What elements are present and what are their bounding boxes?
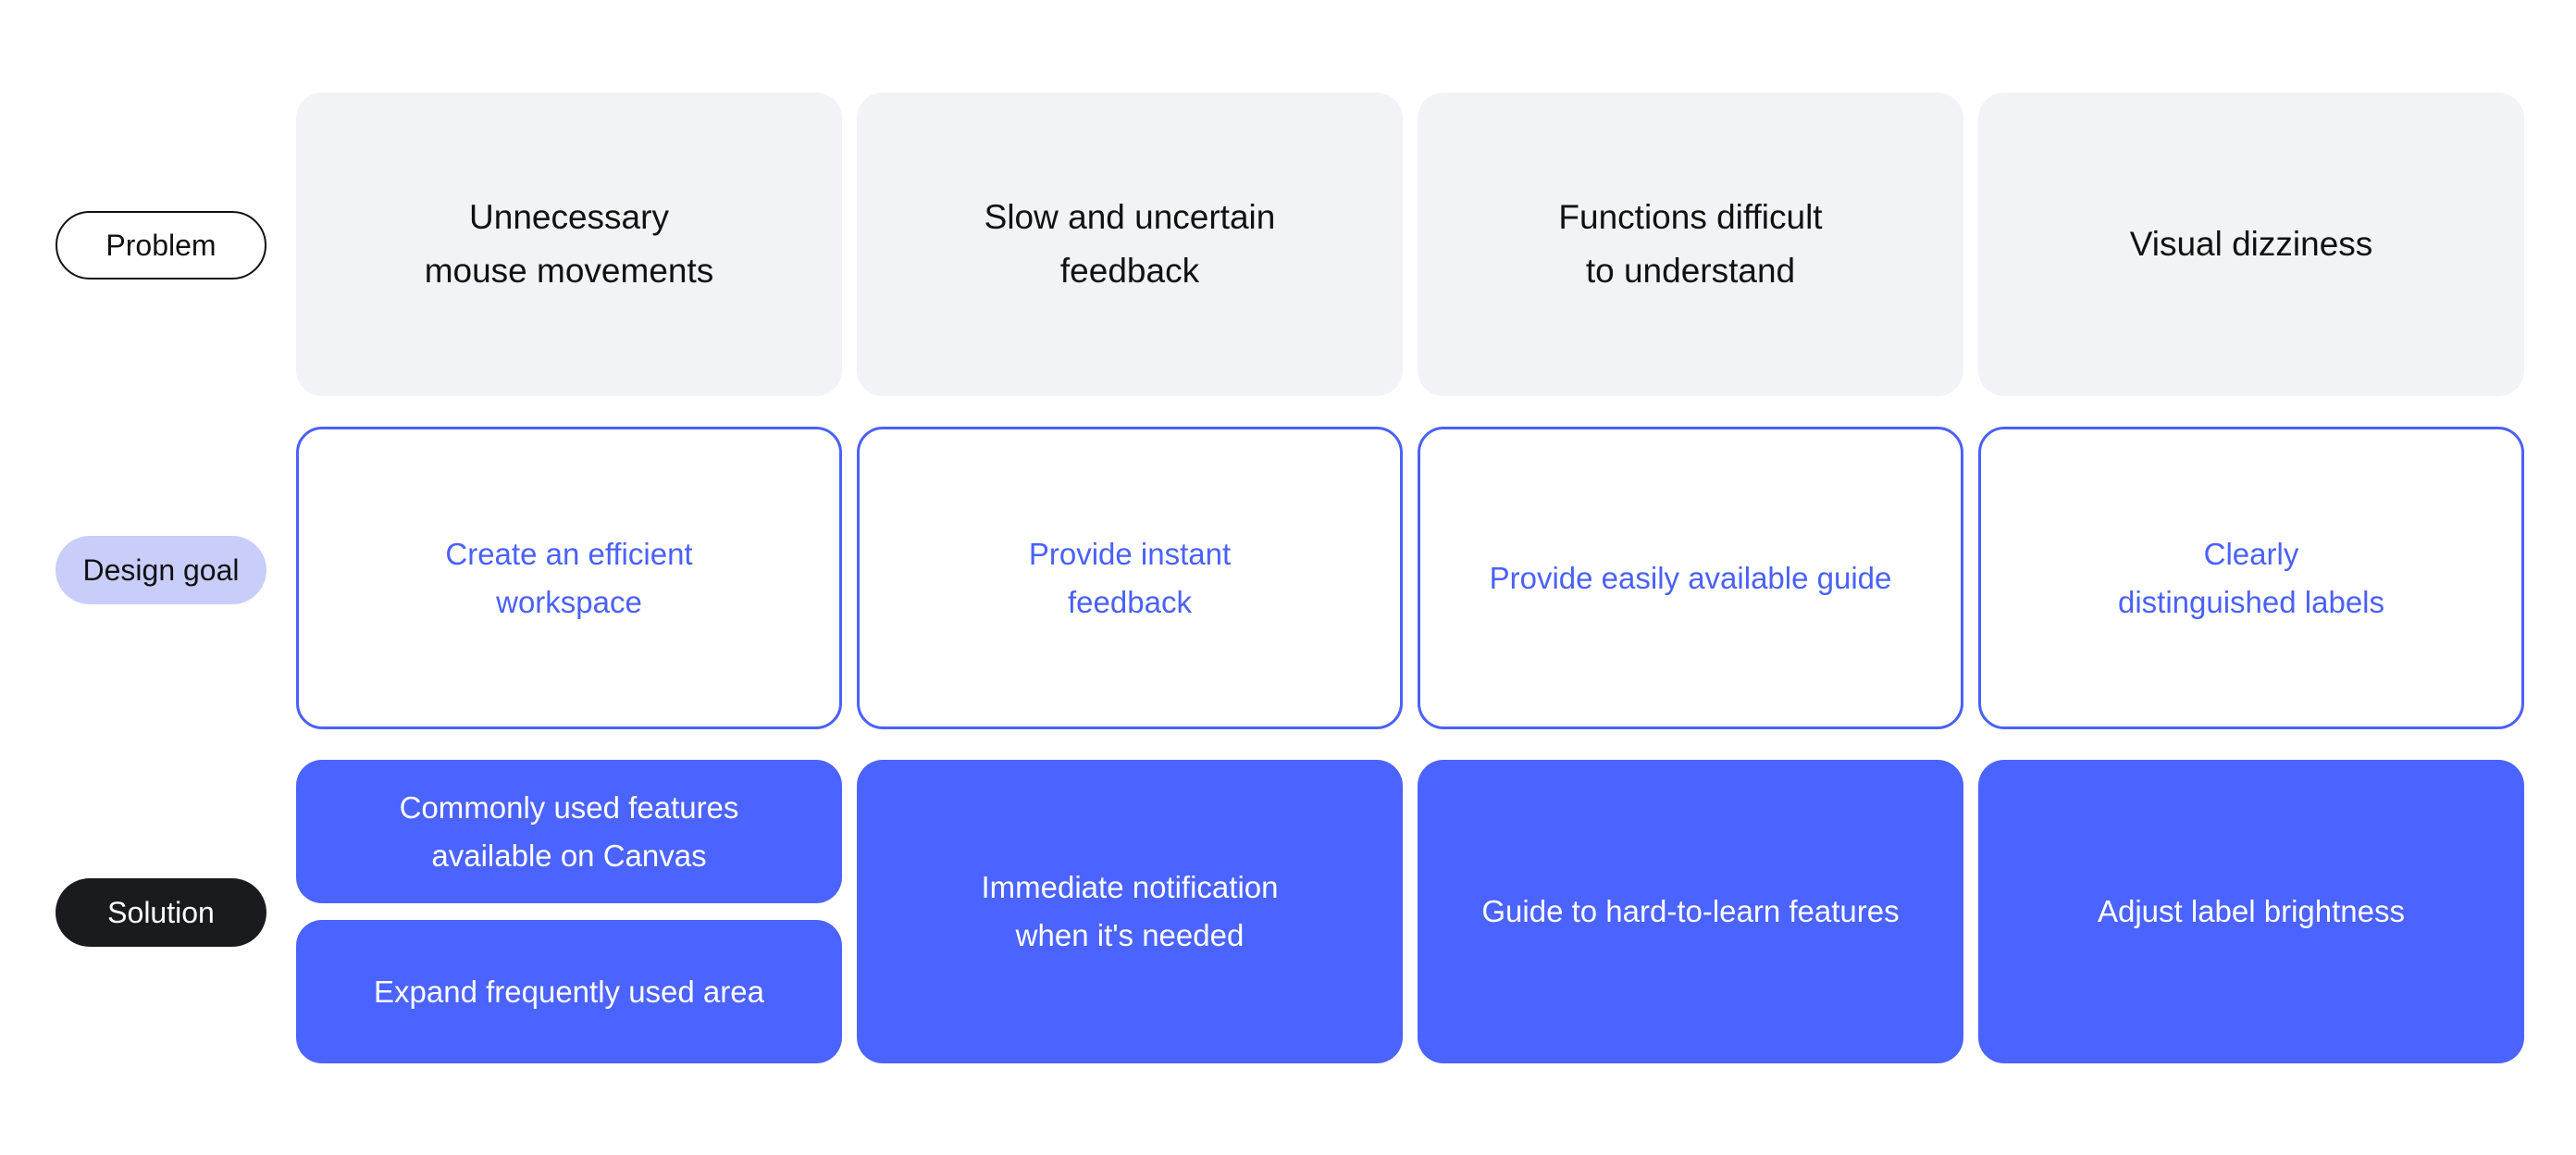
problem-card: Slow and uncertain feedback xyxy=(857,93,1403,396)
problem-card-text: Functions difficult to understand xyxy=(1558,198,1823,290)
solution-card: Immediate notification when it's needed xyxy=(857,760,1403,1063)
problem-card: Visual dizziness xyxy=(1978,93,2524,396)
design-goal-row-label: Design goal xyxy=(56,536,266,604)
solution-card: Expand frequently used area xyxy=(296,920,842,1063)
design-goal-card: Clearly distinguished labels xyxy=(1978,427,2524,729)
problem-card-text: Visual dizziness xyxy=(2129,225,2373,263)
solution-card: Guide to hard-to-learn features xyxy=(1418,760,1963,1063)
solution-card-text: Guide to hard-to-learn features xyxy=(1481,894,1900,928)
solution-card: Adjust label brightness xyxy=(1978,760,2524,1063)
solution-card-text: Adjust label brightness xyxy=(2097,894,2406,928)
design-goal-card-text: Provide easily available guide xyxy=(1489,560,1892,595)
solution-card-text: Immediate notification when it's needed xyxy=(981,870,1279,952)
solution-card-text: Commonly used features available on Canv… xyxy=(399,789,739,873)
problem-card-text: Unnecessary mouse movements xyxy=(424,198,714,290)
problem-card: Unnecessary mouse movements xyxy=(296,93,842,396)
design-goal-card-text: Create an efficient workspace xyxy=(445,536,693,619)
problem-row-label-text: Problem xyxy=(105,229,217,262)
problem-card: Functions difficult to understand xyxy=(1418,93,1963,396)
design-goal-card-text: Provide instant feedback xyxy=(1028,536,1232,619)
solution-row-label-text: Solution xyxy=(107,896,215,929)
solution-card: Commonly used features available on Canv… xyxy=(296,760,842,903)
design-goal-card-text: Clearly distinguished labels xyxy=(2117,536,2385,619)
problem-card-text: Slow and uncertain feedback xyxy=(984,198,1276,290)
problem-row-label: Problem xyxy=(56,211,266,279)
design-goal-card: Provide easily available guide xyxy=(1418,427,1963,729)
solution-card-text: Expand frequently used area xyxy=(374,974,764,1009)
solution-row-label: Solution xyxy=(56,878,266,947)
design-goal-row-label-text: Design goal xyxy=(82,553,240,587)
design-goal-card: Provide instant feedback xyxy=(857,427,1403,729)
design-goal-card: Create an efficient workspace xyxy=(296,427,842,729)
